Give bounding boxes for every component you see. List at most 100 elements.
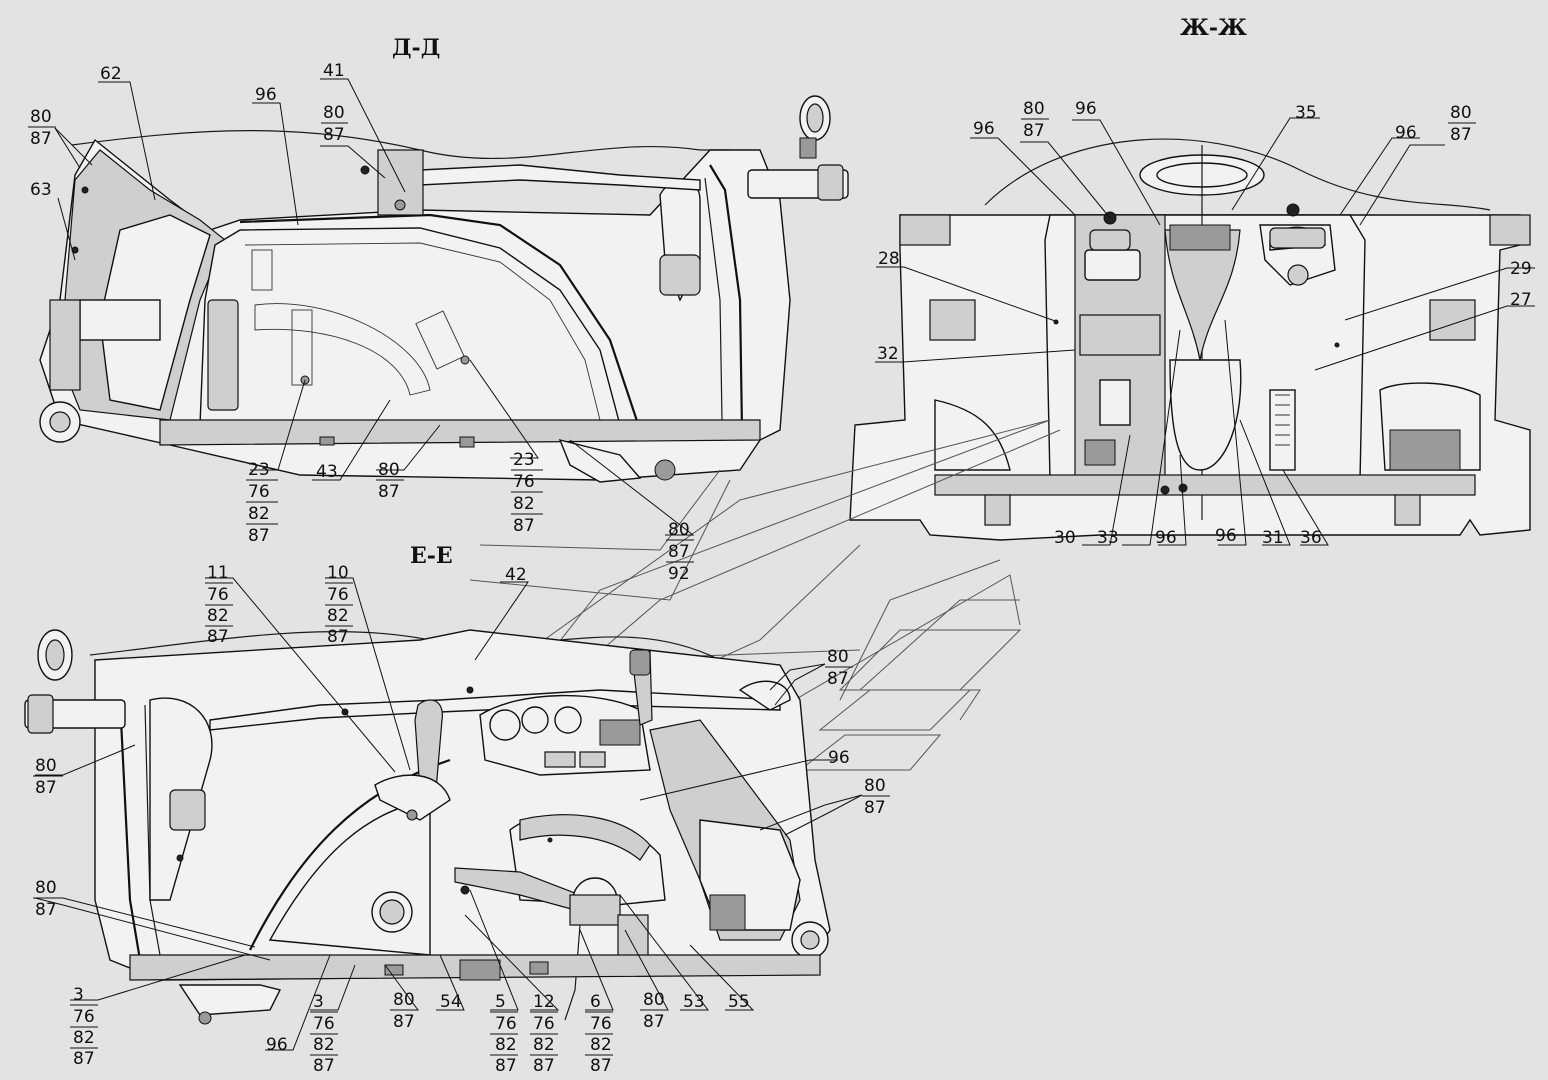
callout-label: 87: [30, 129, 52, 149]
callout-label: 41: [323, 61, 345, 81]
callout-label: 33: [1097, 528, 1119, 548]
callout: 27: [1510, 290, 1532, 310]
callout: 63: [30, 180, 52, 200]
callout-label: 80: [864, 776, 886, 796]
callout: 54: [440, 992, 462, 1012]
callout: 62: [100, 64, 122, 84]
callout-label: 30: [1054, 528, 1076, 548]
callout: 3 76 82 87: [70, 985, 98, 1069]
callout: 6 76 82 87: [585, 992, 613, 1076]
callout: 29: [1510, 259, 1532, 279]
callout-label: 76: [248, 482, 270, 502]
callout-label: 80: [668, 520, 690, 540]
callout-label: 28: [878, 249, 900, 269]
callout-label: 96: [1395, 123, 1417, 143]
callout-label: 80: [643, 990, 665, 1010]
callout-label: 35: [1295, 103, 1317, 123]
callout-label: 87: [393, 1012, 415, 1032]
callout-label: 87: [1450, 125, 1472, 145]
callout-label: 6: [590, 992, 601, 1012]
callout-label: 96: [1075, 99, 1097, 119]
callout-label: 80: [378, 460, 400, 480]
callout-label: 80: [35, 878, 57, 898]
callout-label: 55: [728, 992, 750, 1012]
callout-label: 87: [327, 627, 349, 647]
callout-label: 96: [1215, 526, 1237, 546]
callout-label: 87: [533, 1056, 555, 1076]
callout-label: 96: [973, 119, 995, 139]
callout: 96: [266, 1035, 288, 1055]
callout-label: 82: [73, 1028, 95, 1048]
callout-label: 96: [266, 1035, 288, 1055]
callout-label: 43: [316, 462, 338, 482]
callout: 80 87: [33, 756, 63, 798]
callout: 36: [1300, 528, 1322, 548]
callout-label: 82: [313, 1035, 335, 1055]
callout: 31: [1262, 528, 1284, 548]
callout: 43: [316, 462, 338, 482]
view-zh-drawing: [849, 138, 1531, 541]
callout-label: 87: [323, 125, 345, 145]
callout-label: 54: [440, 992, 462, 1012]
callout: 12 76 82 87: [530, 992, 558, 1076]
callout: 80 87: [321, 103, 348, 145]
callout: 96: [828, 748, 850, 768]
callout: 96: [1155, 528, 1177, 548]
callout-label: 76: [513, 472, 535, 492]
callout: 10 76 82 87: [325, 563, 353, 647]
callout: 55: [728, 992, 750, 1012]
callout-label: 10: [327, 563, 349, 583]
callout-label: 23: [513, 450, 535, 470]
callout: 80 87: [1021, 99, 1049, 141]
callout-label: 3: [73, 985, 84, 1005]
callout: 23 76 82 87: [511, 450, 543, 536]
callout: 96: [1075, 99, 1097, 119]
callout-label: 76: [207, 585, 229, 605]
callout: 30: [1054, 528, 1076, 548]
callout-label: 87: [1023, 121, 1045, 141]
callout: 11 76 82 87: [205, 563, 233, 647]
callout-label: 76: [327, 585, 349, 605]
callout-label: 96: [1155, 528, 1177, 548]
callout-label: 87: [313, 1056, 335, 1076]
callout-label: 36: [1300, 528, 1322, 548]
callout-label: 23: [248, 460, 270, 480]
callout-label: 87: [248, 526, 270, 546]
callout: 96: [973, 119, 995, 139]
callout-label: 82: [495, 1035, 517, 1055]
callout-label: 82: [533, 1035, 555, 1055]
callout-label: 87: [513, 516, 535, 536]
callout-label: 76: [73, 1007, 95, 1027]
callout-label: 29: [1510, 259, 1532, 279]
callout-label: 42: [505, 565, 527, 585]
wiring-harness: [469, 419, 1061, 771]
callout: 3 76 82 87: [310, 992, 338, 1076]
section-title-e: Е-Е: [410, 543, 453, 569]
callout: 80 87: [640, 990, 668, 1032]
callout-label: 96: [828, 748, 850, 768]
callout: 5 76 82 87: [490, 992, 518, 1076]
callout-label: 82: [248, 504, 270, 524]
callout: 28: [878, 249, 900, 269]
callout-label: 87: [35, 900, 57, 920]
callout: 41: [323, 61, 345, 81]
callout: 96: [1395, 123, 1417, 143]
view-d-drawing: [39, 95, 849, 483]
callout: 80 87: [390, 990, 418, 1032]
callout-label: 62: [100, 64, 122, 84]
callout: 23 76 82 87: [246, 460, 278, 546]
callout-label: 76: [495, 1014, 517, 1034]
callout: 96: [255, 85, 277, 105]
callout: 80 87 92: [666, 520, 694, 584]
callout-label: 80: [393, 990, 415, 1010]
callout: 33: [1097, 528, 1119, 548]
callout-label: 92: [668, 564, 690, 584]
callout-label: 82: [327, 606, 349, 626]
callout-label: 87: [73, 1049, 95, 1069]
callout-label: 87: [495, 1056, 517, 1076]
callout-label: 80: [35, 756, 57, 776]
callout-label: 87: [643, 1012, 665, 1032]
callout-label: 96: [255, 85, 277, 105]
callout-label: 82: [513, 494, 535, 514]
